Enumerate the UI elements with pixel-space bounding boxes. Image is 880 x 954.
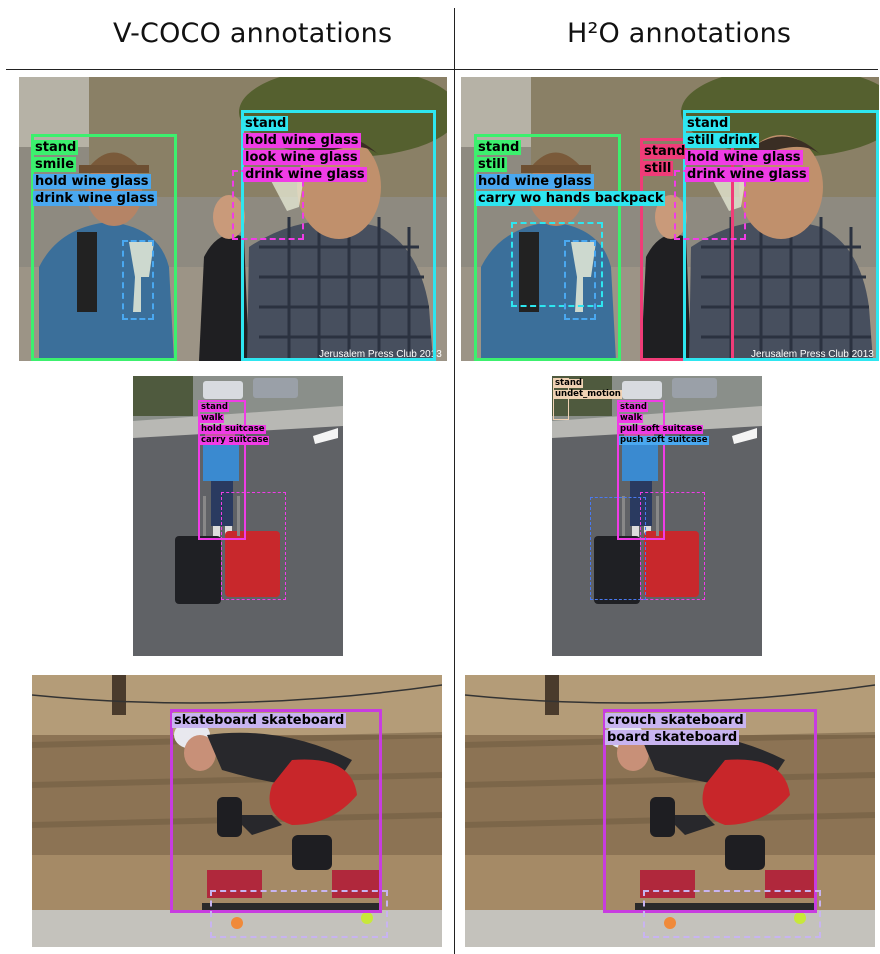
label-h2o-skate-1: crouch skateboard: [605, 713, 746, 728]
bbox-person-left-h2o: [474, 134, 621, 361]
column-divider: [454, 8, 455, 954]
suitcase-photo-h2o: stand undet_motion stand walk pull soft …: [552, 376, 762, 656]
label-vcoco-left-2: smile: [33, 157, 77, 172]
label-vcoco-suitcase-2: walk: [200, 413, 225, 423]
suitcase-photo-vcoco: stand walk hold suitcase carry suitcase: [133, 376, 343, 656]
label-vcoco-skate-1: skateboard skateboard: [172, 713, 347, 728]
suitcase-scene-vcoco: [133, 376, 343, 656]
label-vcoco-right-4: drink wine glass: [243, 167, 367, 182]
skate-photo-vcoco: skateboard skateboard: [32, 675, 442, 947]
label-vcoco-left-4: drink wine glass: [33, 191, 157, 206]
label-vcoco-suitcase-1: stand: [200, 402, 229, 412]
bbox-skateboard-h2o: [643, 890, 821, 938]
label-vcoco-suitcase-3: hold suitcase: [200, 424, 266, 434]
skate-photo-h2o: crouch skateboard board skateboard: [465, 675, 875, 947]
bbox-person-right-vcoco: [241, 110, 436, 361]
label-h2o-right-2: still drink: [685, 133, 759, 148]
bbox-person-h2o-skate: [603, 709, 817, 913]
label-h2o-suitcase-3: pull soft suitcase: [619, 424, 704, 434]
header-vcoco: V-COCO annotations: [113, 18, 393, 49]
bbox-person-far-h2o: [553, 378, 569, 420]
label-h2o-left-2: still: [476, 157, 508, 172]
wine-watermark-h2o: Jerusalem Press Club 2013: [751, 349, 874, 360]
bbox-person-left-vcoco: [31, 134, 177, 361]
label-h2o-suitcase-4: push soft suitcase: [619, 435, 709, 445]
bbox-glass-left-h2o: [564, 240, 596, 320]
wine-photo-vcoco: Jerusalem Press Club 2013 stand smile ho…: [19, 77, 447, 361]
wine-scene-h2o: Jerusalem Press Club 2013: [461, 77, 879, 361]
suitcase-scene-h2o: [552, 376, 762, 656]
label-vcoco-right-2: hold wine glass: [243, 133, 361, 148]
bbox-glass-left-vcoco: [122, 240, 154, 320]
bbox-suitcase-hard-h2o: [590, 497, 646, 600]
label-vcoco-right-3: look wine glass: [243, 150, 360, 165]
wine-photo-h2o: Jerusalem Press Club 2013 stand still ho…: [461, 77, 879, 361]
bbox-person-vcoco: [198, 400, 246, 540]
bbox-suitcase-soft-h2o: [640, 492, 705, 600]
label-h2o-mid-2: still: [642, 161, 674, 176]
bbox-backpack-h2o: [511, 222, 603, 307]
bbox-person-vcoco-skate: [170, 709, 382, 913]
wine-watermark-vcoco: Jerusalem Press Club 2013: [319, 349, 442, 360]
label-h2o-suitcase-1: stand: [619, 402, 648, 412]
label-h2o-skate-2: board skateboard: [605, 730, 740, 745]
label-h2o-far-2: undet_motion: [554, 389, 622, 399]
label-h2o-suitcase-2: walk: [619, 413, 644, 423]
bbox-person-right-h2o: [683, 110, 879, 361]
label-vcoco-right-1: stand: [243, 116, 289, 131]
bbox-suitcase-vcoco: [221, 492, 286, 600]
label-h2o-right-4: drink wine glass: [685, 167, 809, 182]
label-h2o-right-3: hold wine glass: [685, 150, 803, 165]
label-vcoco-suitcase-4: carry suitcase: [200, 435, 270, 445]
label-h2o-mid-1: stand: [642, 144, 688, 159]
label-vcoco-left-3: hold wine glass: [33, 174, 151, 189]
header-divider: [6, 69, 878, 70]
label-h2o-left-4: carry wo hands backpack: [476, 191, 666, 206]
label-h2o-left-1: stand: [476, 140, 522, 155]
label-h2o-far-1: stand: [554, 378, 583, 388]
bbox-skateboard-vcoco: [210, 890, 388, 938]
bbox-person-h2o: [617, 400, 665, 540]
label-h2o-right-1: stand: [685, 116, 731, 131]
label-vcoco-left-1: stand: [33, 140, 79, 155]
label-h2o-left-3: hold wine glass: [476, 174, 594, 189]
header-h2o: H²O annotations: [567, 18, 792, 49]
